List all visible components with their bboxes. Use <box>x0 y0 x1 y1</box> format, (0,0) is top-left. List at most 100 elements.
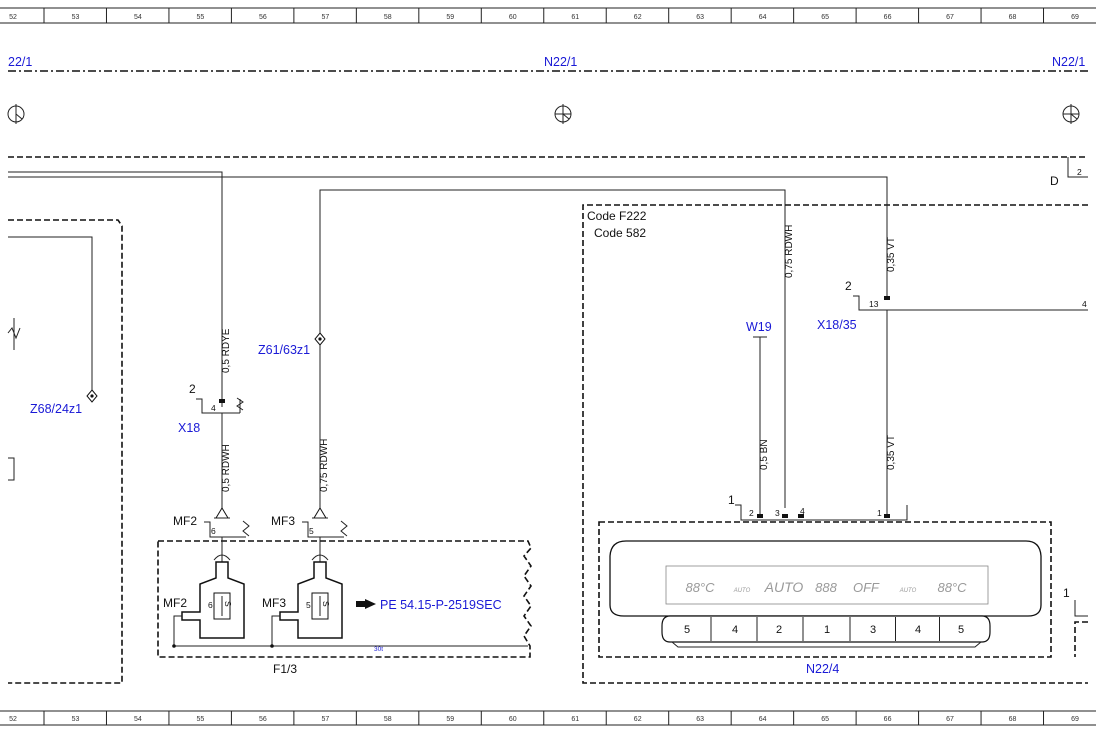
fuse-mf2[interactable]: 6 S <box>181 537 245 639</box>
fuse-mf3-pin: 5 <box>306 600 311 610</box>
right-edge-connector <box>1074 600 1088 617</box>
code-582-label: Code 582 <box>594 226 646 240</box>
d-connector-bracket <box>1067 157 1088 178</box>
ruler-number: 65 <box>821 716 829 723</box>
ground-symbol-right <box>1062 104 1080 124</box>
panel-display-segment: AUTO <box>733 588 751 594</box>
pe-reference-link[interactable]: PE 54.15-P-2519SEC <box>380 598 502 612</box>
ruler-number: 60 <box>509 14 517 21</box>
panel-key[interactable]: 5 <box>684 624 690 636</box>
fuse-mf2-pin: 6 <box>208 600 213 610</box>
n22-4-pin-3: 3 <box>775 508 780 518</box>
panel-key-row <box>661 615 991 643</box>
ruler-number: 65 <box>821 14 829 21</box>
wire-label-vt-top: 0,35 VT <box>886 237 897 272</box>
fuse-mf3[interactable]: 5 S <box>279 537 343 639</box>
panel-display-frame <box>665 565 989 605</box>
n22-1-label-left[interactable]: 22/1 <box>8 55 32 69</box>
x18-label[interactable]: X18 <box>178 421 200 435</box>
ruler-number: 62 <box>634 14 642 21</box>
ruler-number: 56 <box>259 716 267 723</box>
svg-text:S: S <box>223 601 233 607</box>
x18-35-pin-right: 4 <box>1082 299 1087 309</box>
panel-display-segment: 888 <box>815 580 837 595</box>
mf3-mid-label[interactable]: MF3 <box>262 596 286 610</box>
n22-4-connector[interactable] <box>735 504 908 521</box>
ruler-number: 67 <box>946 14 954 21</box>
ruler-number: 61 <box>571 14 579 21</box>
mf2-pin-number: 6 <box>211 526 216 536</box>
ruler-number: 64 <box>759 716 767 723</box>
wire-rdye[interactable] <box>8 171 223 400</box>
f1-3-label[interactable]: F1/3 <box>273 662 297 676</box>
ground-symbol-center <box>554 104 572 124</box>
wire-label-rdwh-left: 0,5 RDWH <box>221 444 232 492</box>
mf2-ground[interactable] <box>214 507 230 519</box>
bus-30t-drop <box>271 615 280 646</box>
wire-label-rdye: 0,5 RDYE <box>221 328 232 373</box>
w19-label[interactable]: W19 <box>746 320 772 334</box>
z68-label[interactable]: Z68/24z1 <box>30 402 82 416</box>
mf2-top-label[interactable]: MF2 <box>173 514 197 528</box>
wire-label-rdwh-mid: 0,75 RDWH <box>319 439 330 492</box>
z61-label[interactable]: Z61/63z1 <box>258 343 310 357</box>
mf2-mid-label[interactable]: MF2 <box>163 596 187 610</box>
ruler-number: 68 <box>1009 716 1017 723</box>
panel-display-segment: AUTO <box>764 579 804 595</box>
ruler-number: 53 <box>72 716 80 723</box>
panel-key[interactable]: 1 <box>824 624 830 636</box>
panel-key[interactable]: 5 <box>958 624 964 636</box>
ruler-number: 59 <box>446 716 454 723</box>
ground-symbol-left <box>7 104 25 124</box>
wire-vt-top[interactable] <box>8 176 888 297</box>
panel-key[interactable]: 2 <box>776 624 782 636</box>
n22-4-boundary <box>598 521 1052 658</box>
panel-key[interactable]: 4 <box>732 624 738 636</box>
pe-reference-icon <box>356 599 376 609</box>
ruler-number: 55 <box>197 716 205 723</box>
x18-35-pin-number: 13 <box>869 299 879 309</box>
ruler-number: 56 <box>259 14 267 21</box>
ruler-number: 63 <box>696 14 704 21</box>
ruler-number: 52 <box>9 14 17 21</box>
wire-label-vt-bottom: 0,35 VT <box>886 435 897 470</box>
x18-connector[interactable] <box>196 397 244 414</box>
right-edge-conn-number: 1 <box>1063 586 1070 600</box>
left-module-boundary <box>8 219 123 684</box>
mf3-connector-bracket <box>302 521 344 538</box>
panel-key[interactable]: 3 <box>870 624 876 636</box>
n22-1-label-right[interactable]: N22/1 <box>1052 55 1085 69</box>
ruler-number: 66 <box>884 14 892 21</box>
ruler-number: 68 <box>1009 14 1017 21</box>
panel-display-segment: 88°C <box>937 580 967 595</box>
wire-rdwh-mid[interactable] <box>319 189 786 508</box>
panel-display-segment: 88°C <box>685 580 715 595</box>
wire-z68[interactable] <box>8 236 93 395</box>
mf3-ground[interactable] <box>312 507 328 519</box>
ruler-number: 57 <box>321 716 329 723</box>
ruler-number: 52 <box>9 716 17 723</box>
n22-4-conn-number: 1 <box>728 493 735 507</box>
ruler-number: 57 <box>321 14 329 21</box>
n22-1-label-center[interactable]: N22/1 <box>544 55 577 69</box>
d-label: D <box>1050 174 1059 188</box>
x18-35-connector[interactable] <box>853 295 1088 311</box>
ruler-number: 69 <box>1071 716 1079 723</box>
x18-pin-number: 4 <box>211 403 216 413</box>
ruler-number: 61 <box>571 716 579 723</box>
z68-splice-dot <box>90 394 94 398</box>
mf2-connector-bracket <box>204 521 246 538</box>
x18-35-label[interactable]: X18/35 <box>817 318 857 332</box>
n22-4-pin-4: 4 <box>800 506 805 516</box>
mf3-top-label[interactable]: MF3 <box>271 514 295 528</box>
panel-key[interactable]: 4 <box>915 624 921 636</box>
panel-display-segment: OFF <box>853 580 880 595</box>
n22-4-label[interactable]: N22/4 <box>806 662 839 676</box>
ruler-number: 64 <box>759 14 767 21</box>
ruler-number: 67 <box>946 716 954 723</box>
